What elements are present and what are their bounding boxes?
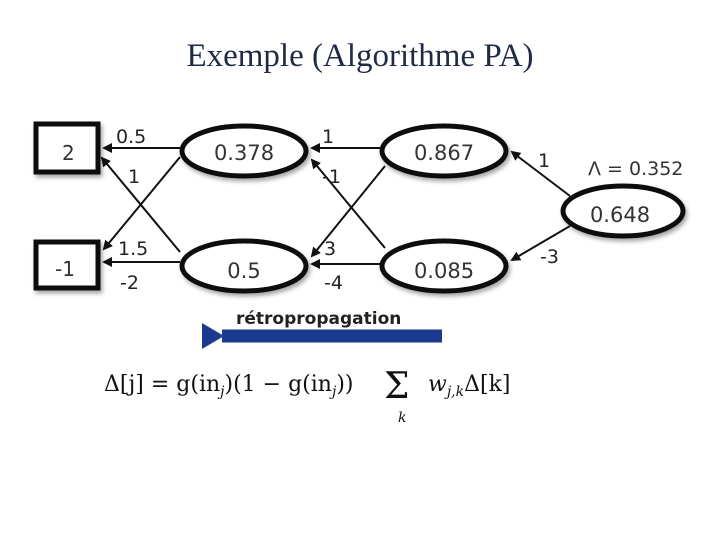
weight-label: -4 <box>324 272 343 294</box>
weight-label: 3 <box>324 238 336 260</box>
output-value: 0.648 <box>590 203 650 227</box>
weight-label: 1 <box>322 126 334 148</box>
slide-title: Exemple (Algorithme PA) <box>186 38 534 74</box>
formula-part: )(1 − g(in <box>225 372 332 397</box>
formula-part: w <box>428 372 447 397</box>
input-value-bottom: -1 <box>55 257 75 281</box>
input-node-bottom <box>33 239 101 291</box>
weight-label: 1 <box>538 150 550 172</box>
input-value-top: 2 <box>62 141 75 165</box>
second-value-bottom: 0.085 <box>414 259 474 283</box>
input-node-top <box>33 121 101 175</box>
arrow-h1-in2 <box>102 156 181 251</box>
hidden-value-bottom: 0.5 <box>227 259 260 283</box>
svg-text:wj,kΔ[k]: wj,kΔ[k] <box>428 372 511 400</box>
formula-subscript: j,k <box>444 384 464 400</box>
weight-label: -2 <box>120 272 139 294</box>
weight-label: 1.5 <box>118 238 148 260</box>
sum-index: k <box>398 410 406 426</box>
formula-subscript: j <box>217 384 225 400</box>
arrow-s1-h2 <box>310 165 386 258</box>
hidden-value-top: 0.378 <box>214 141 274 165</box>
hidden-node-top <box>179 123 309 179</box>
formula-subscript: j <box>329 384 337 400</box>
weight-label: -3 <box>540 246 559 268</box>
arrow-h2-in1 <box>100 156 181 253</box>
arrow-s2-h1 <box>310 158 386 249</box>
weight-label: 0.5 <box>116 126 146 148</box>
formula-part: Δ[k] <box>464 372 510 397</box>
delta-formula: Δ[j] = g(inj)(1 − g(inj)) Σ k wj,kΔ[k] <box>104 366 511 426</box>
formula-part: )) <box>336 372 353 397</box>
backprop-label: rétropropagation <box>236 309 401 329</box>
arrow-out-s1 <box>510 150 571 197</box>
svg-text:Δ[j] = g(inj)(1 − g(inj)): Δ[j] = g(inj)(1 − g(inj)) <box>104 372 354 400</box>
output-node <box>560 183 686 239</box>
weight-label: -1 <box>322 166 341 188</box>
weight-label: 1 <box>128 166 140 188</box>
second-node-top <box>379 123 509 179</box>
second-value-top: 0.867 <box>414 141 474 165</box>
arrow-out-s2 <box>510 225 571 262</box>
second-node-bottom <box>379 238 509 294</box>
hidden-node-bottom <box>179 238 309 294</box>
sum-symbol: Σ <box>384 366 409 407</box>
formula-part: Δ[j] = g(in <box>104 372 220 397</box>
lambda-label: Λ = 0.352 <box>588 158 683 180</box>
